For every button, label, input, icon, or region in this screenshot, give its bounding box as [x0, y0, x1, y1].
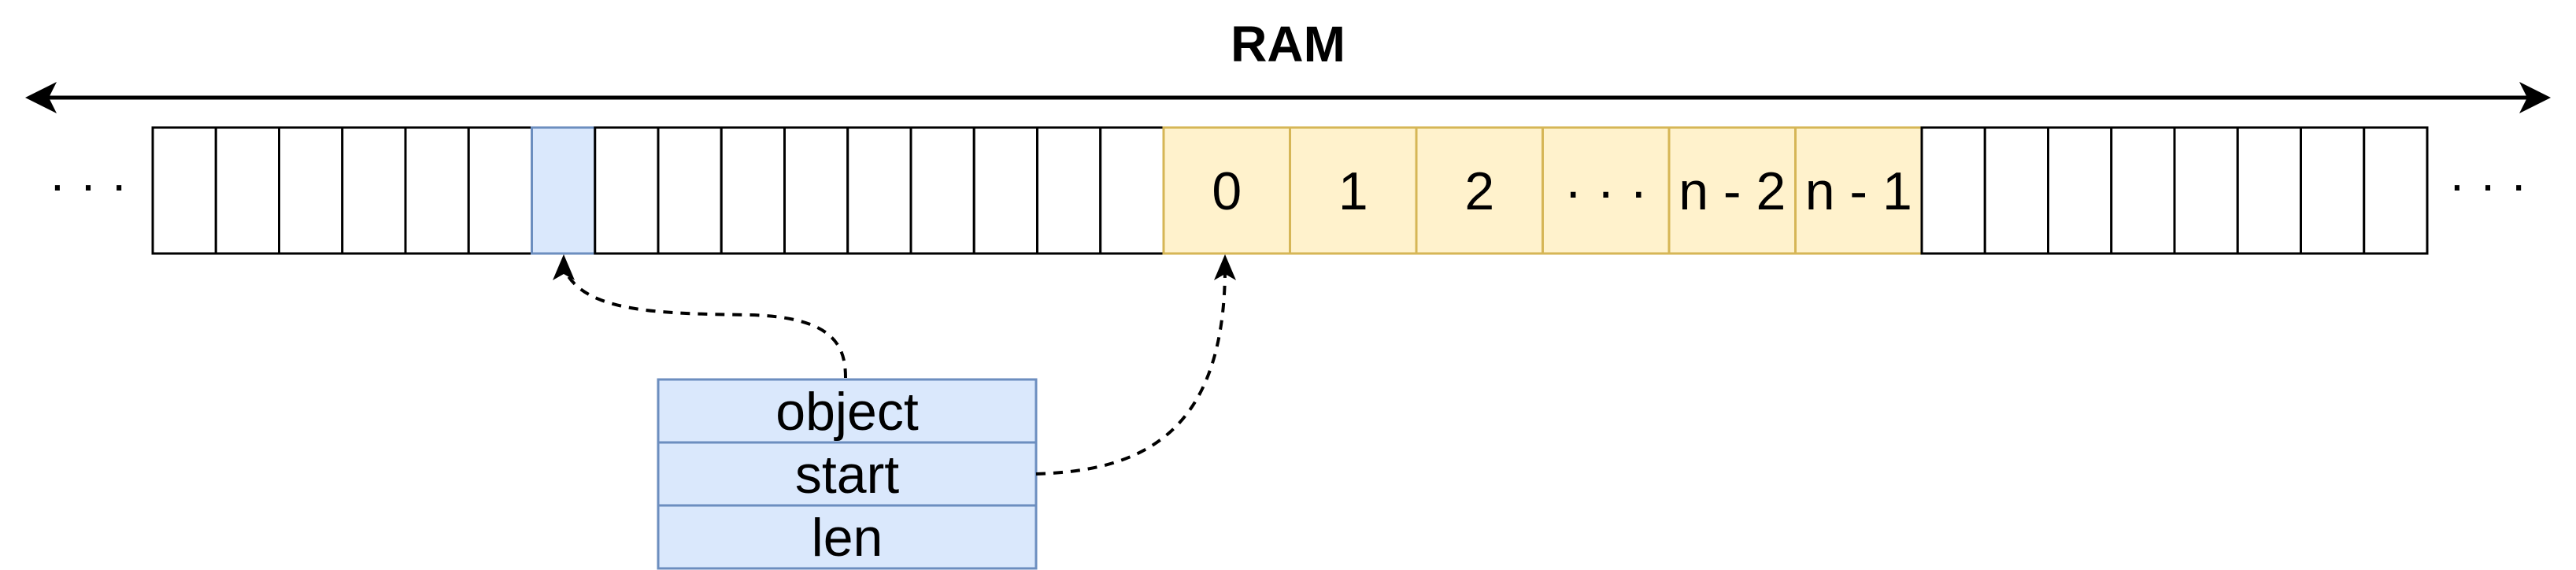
- slice-element-cell: [1289, 126, 1418, 255]
- memory-cell: [846, 126, 912, 255]
- struct-field-label: object: [775, 382, 919, 442]
- slice-element-label: 2: [1464, 161, 1494, 221]
- memory-cell: [2236, 126, 2302, 255]
- left-arrowhead-icon: [25, 82, 57, 113]
- slice-element-cell: [1542, 126, 1671, 255]
- memory-cell: [467, 126, 533, 255]
- memory-cell: [1920, 126, 1986, 255]
- memory-cell: [909, 126, 975, 255]
- memory-cell: [2363, 126, 2429, 255]
- memory-cell: [1099, 126, 1165, 255]
- slice-element-label: n - 1: [1805, 161, 1912, 221]
- slice-element-cell: [1162, 126, 1291, 255]
- memory-cells-after-slice: [1920, 126, 2429, 255]
- memory-cell: [2047, 126, 2113, 255]
- memory-cell: [1983, 126, 2049, 255]
- struct-field-label: start: [795, 445, 899, 505]
- left-ellipsis: · · ·: [49, 156, 128, 213]
- struct-field-object: [657, 378, 1038, 444]
- object-pointer-arrow: [562, 267, 847, 379]
- memory-cell: [404, 126, 470, 255]
- slice-element-label: 1: [1338, 161, 1368, 221]
- memory-cell: [972, 126, 1038, 255]
- right-arrowhead-icon: [2519, 82, 2551, 113]
- object-memory-cell: [531, 126, 597, 255]
- memory-cell: [278, 126, 344, 255]
- memory-cell: [214, 126, 280, 255]
- right-ellipsis: · · ·: [2448, 156, 2527, 213]
- memory-cell: [720, 126, 786, 255]
- memory-cell: [2300, 126, 2366, 255]
- slice-element-cell: [1667, 126, 1797, 255]
- struct-field-start: [657, 441, 1038, 507]
- object-pointer-arrowhead-icon: [553, 254, 575, 280]
- memory-cells-before-slice: [151, 126, 1165, 255]
- memory-cell: [783, 126, 849, 255]
- struct-field-label: len: [812, 508, 883, 568]
- slice-element-label: n - 2: [1678, 161, 1786, 221]
- start-pointer-arrowhead-icon: [1214, 254, 1236, 280]
- memory-cell: [151, 126, 217, 255]
- slice-element-cell: [1794, 126, 1923, 255]
- slice-element-label: 0: [1212, 161, 1242, 221]
- ram-extent-arrow: [25, 82, 2551, 113]
- memory-cell: [594, 126, 660, 255]
- struct-field-len: [657, 504, 1038, 570]
- memory-cell: [1036, 126, 1102, 255]
- start-pointer-arrow: [1035, 267, 1227, 476]
- memory-cell: [2173, 126, 2239, 255]
- memory-cell: [657, 126, 723, 255]
- slice-backing-array: 0 1 2 · · · n - 2 n - 1: [1162, 126, 1923, 255]
- memory-cell: [341, 126, 407, 255]
- memory-cell: [2110, 126, 2176, 255]
- slice-element-label: · · ·: [1564, 161, 1648, 221]
- ram-title: RAM: [1231, 16, 1345, 72]
- slice-element-cell: [1415, 126, 1544, 255]
